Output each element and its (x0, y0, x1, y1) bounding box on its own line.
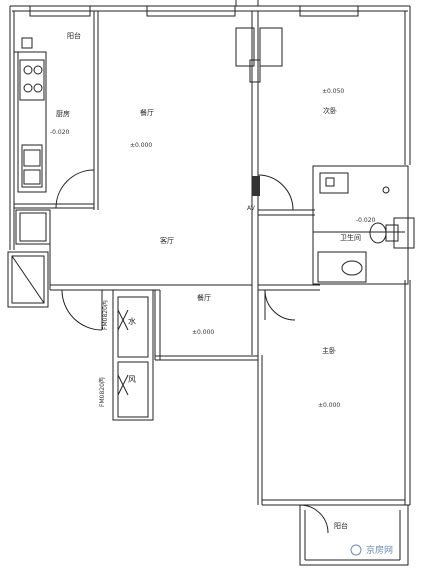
ac-unit (7, 251, 49, 308)
door-code-a: FM0820丙 (102, 300, 109, 330)
door-code-b: FM0820丙 (99, 377, 106, 407)
room-label-bedroom-top: 次卧 (323, 106, 337, 115)
av-panel (252, 176, 260, 196)
watermark: 京房网 (350, 544, 393, 556)
level-master: ±0.000 (318, 402, 340, 409)
outer-walls (9, 5, 411, 506)
shafts (112, 289, 154, 421)
room-label-kitchen-balcony: 阳台 (67, 31, 81, 40)
top-windows (29, 0, 359, 17)
bottom-balcony (299, 504, 409, 566)
center-units (235, 27, 283, 83)
shaft-label-a: 水 (128, 316, 136, 326)
level-kitchen: -0.020 (50, 129, 70, 136)
room-label-corridor: 餐厅 (197, 293, 211, 302)
shaft-label-b: 风 (128, 375, 136, 384)
room-label-kitchen: 厨房 (56, 109, 70, 118)
room-label-balcony-bottom: 阳台 (334, 521, 348, 530)
kitchen-fixtures (21, 37, 43, 185)
level-bathroom: -0.020 (356, 217, 376, 224)
watermark-text: 京房网 (366, 544, 393, 556)
room-label-dining: 餐厅 (140, 108, 154, 117)
room-label-living: 客厅 (160, 236, 174, 245)
room-label-bathroom: 卫生间 (340, 233, 361, 242)
level-bedroom-top: ±0.050 (322, 88, 344, 95)
room-label-master: 主卧 (322, 346, 336, 355)
av-code: AV (247, 205, 256, 212)
bedroom-walls (258, 165, 415, 285)
hall-walls (49, 11, 320, 361)
kitchen-walls (14, 11, 99, 245)
level-hall: ±0.000 (192, 329, 214, 336)
level-dining: ±0.000 (130, 142, 152, 149)
